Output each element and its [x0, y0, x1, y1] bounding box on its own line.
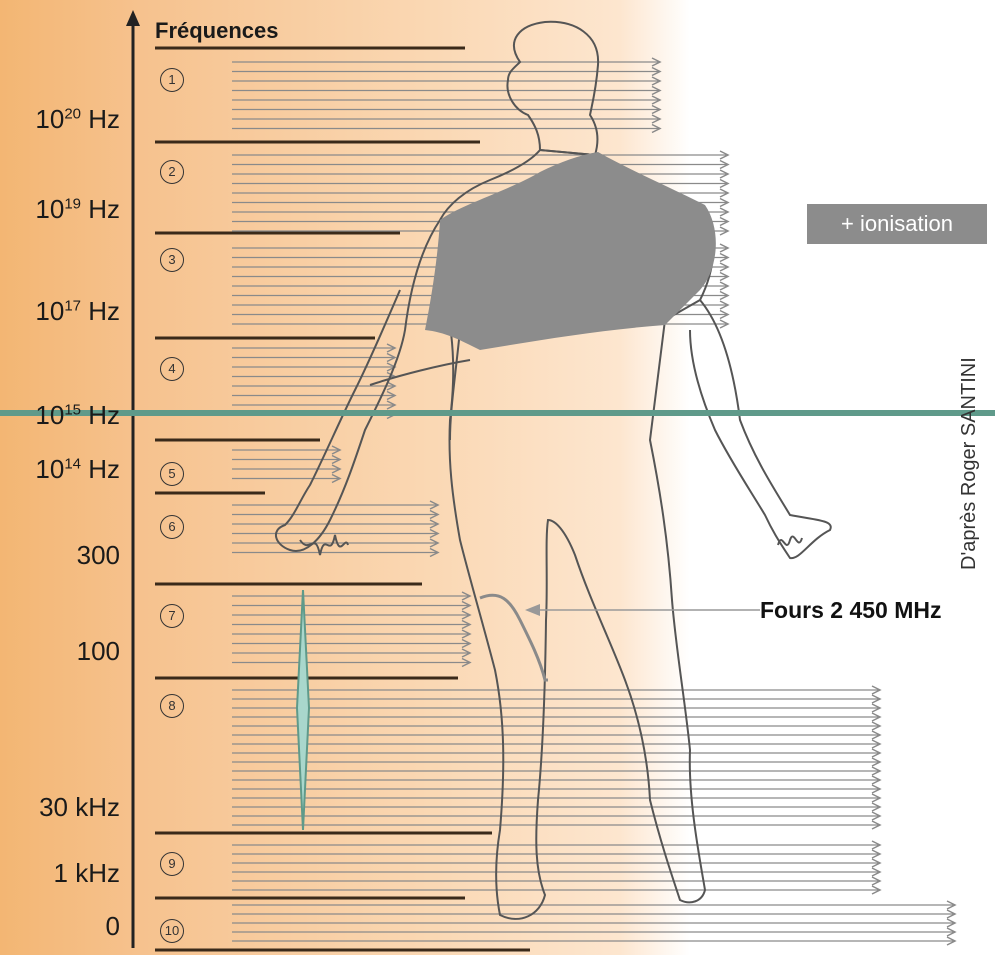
band-number-badge: 6 — [160, 515, 184, 539]
frequency-label: 1 kHz — [0, 858, 120, 889]
frequency-label: 1019 Hz — [0, 194, 120, 225]
ionisation-region — [425, 152, 716, 350]
band-number-badge: 10 — [160, 919, 184, 943]
oven-pointer-arrow — [525, 604, 540, 616]
band-number-badge: 4 — [160, 357, 184, 381]
frequency-label: 1015 Hz — [0, 400, 120, 431]
frequency-label: 30 kHz — [0, 792, 120, 823]
band-number-badge: 1 — [160, 68, 184, 92]
frequency-label: 0 — [0, 911, 120, 942]
frequency-label: 1020 Hz — [0, 104, 120, 135]
frequency-label: 300 — [0, 540, 120, 571]
oven-label: Fours 2 450 MHz — [760, 597, 942, 624]
band-number-badge: 9 — [160, 852, 184, 876]
band-number-badge: 7 — [160, 604, 184, 628]
head-outline — [507, 22, 598, 155]
human-body-outline — [276, 22, 831, 919]
teal-diamond-marker — [297, 590, 309, 830]
frequency-label: 1014 Hz — [0, 454, 120, 485]
band-number-badge: 3 — [160, 248, 184, 272]
axis-arrowhead — [126, 10, 140, 26]
diagram-title: Fréquences — [155, 18, 279, 44]
credit-text: D'après Roger SANTINI — [958, 357, 981, 570]
band-number-badge: 8 — [160, 694, 184, 718]
right-arm-outline — [690, 300, 831, 558]
band-number-badge: 5 — [160, 462, 184, 486]
frequency-label: 1017 Hz — [0, 296, 120, 327]
band-number-badge: 2 — [160, 160, 184, 184]
ionisation-badge: + ionisation — [807, 204, 987, 244]
frequency-label: 100 — [0, 636, 120, 667]
